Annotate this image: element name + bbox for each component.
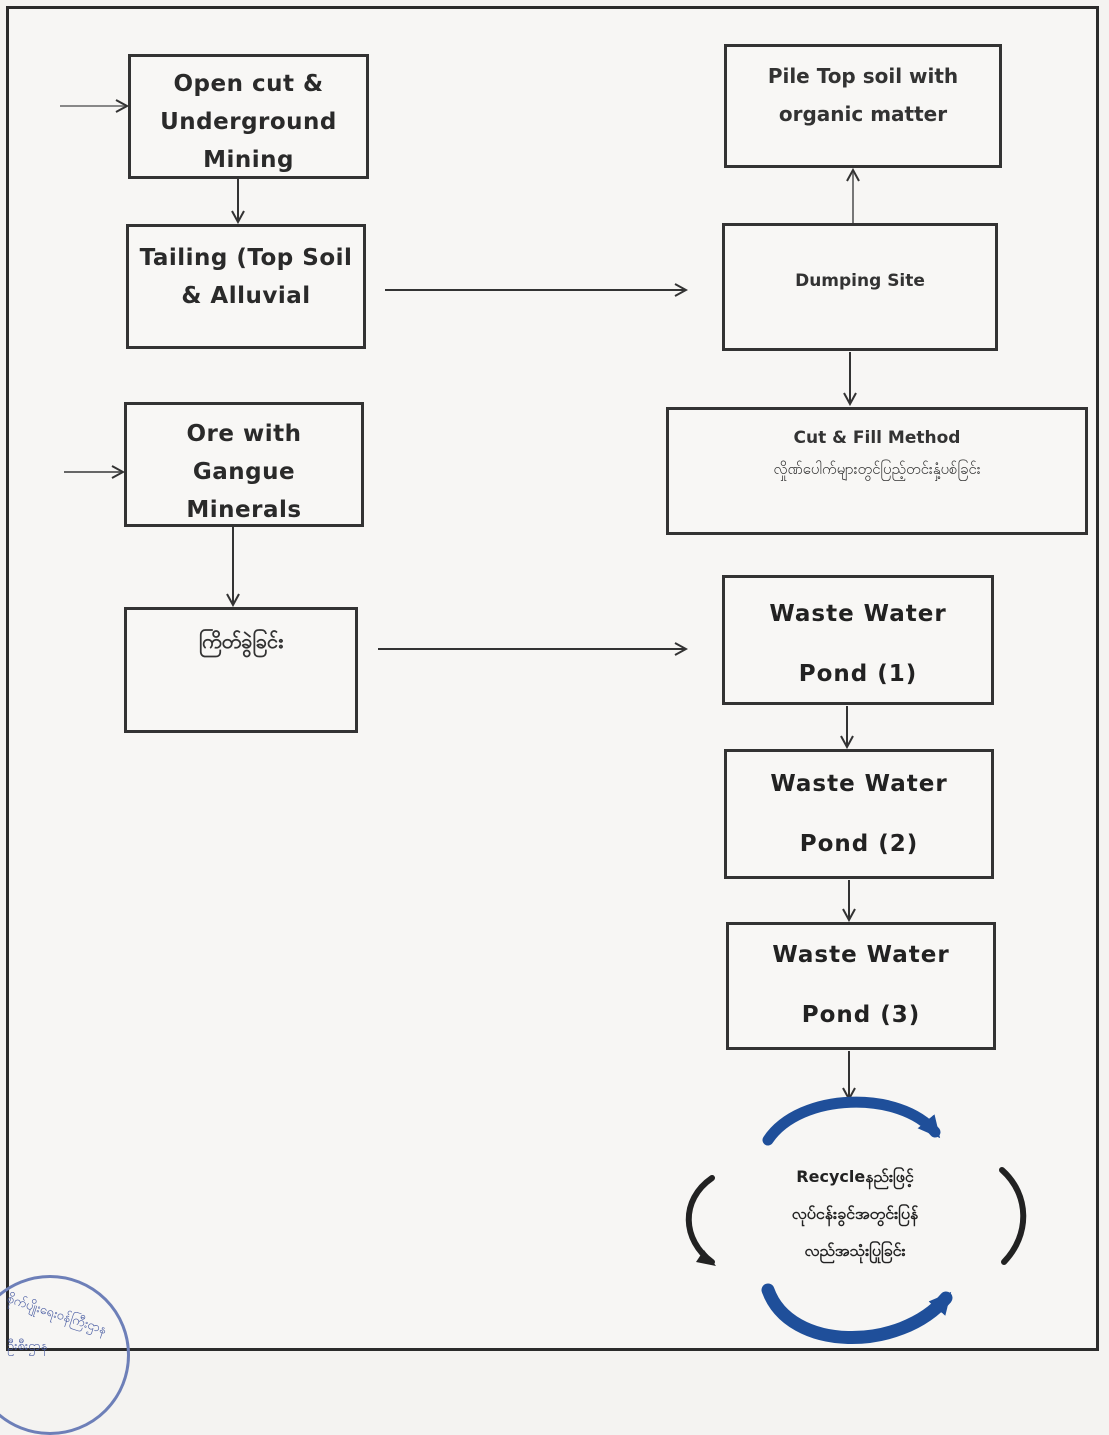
waste-water-pond-1: Waste Water Pond (1) — [722, 575, 994, 705]
waste-water-pond-2: Waste Water Pond (2) — [724, 749, 994, 879]
cut-fill-box: Cut & Fill Method လှိုဏ်ပေါက်များတွင်ပြည… — [666, 407, 1088, 535]
open-cut-mining-box: Open cut & Underground Mining — [128, 54, 369, 179]
recycle-cycle-icon — [685, 1096, 1027, 1344]
ore-line-1: Ore with — [186, 421, 302, 447]
open-cut-line-2: Underground — [160, 109, 337, 135]
seal-text-bottom: ဦးစီးဌာန — [7, 1339, 48, 1354]
crushing-label: ကြိတ်ခွဲခြင်း — [198, 629, 284, 653]
tailing-line-2: & Alluvial — [181, 283, 311, 309]
dumping-site-box: Dumping Site — [722, 223, 998, 351]
pile-top-soil-box: Pile Top soil with organic matter — [724, 44, 1002, 168]
crushing-box: ကြိတ်ခွဲခြင်း — [124, 607, 358, 733]
recycle-arrow-top — [762, 1096, 941, 1146]
cut-fill-line-2: လှိုဏ်ပေါက်များတွင်ပြည့်တင်းနှံ့ပစ်ခြင်း — [773, 460, 981, 478]
open-cut-line-1: Open cut & — [173, 71, 324, 97]
recycle-label: Recycleနည်းဖြင့် လုပ်ငန်းခွင်အတွင်းပြန် … — [735, 1158, 975, 1269]
seal-text-top: စိုက်ပျိုးရေးဝန်ကြီးဌာန — [4, 1291, 109, 1338]
ore-line-3: Minerals — [186, 497, 302, 523]
pond2-line-1: Waste Water — [770, 771, 948, 797]
pile-line-2: organic matter — [778, 102, 948, 126]
pond3-line-1: Waste Water — [772, 942, 950, 968]
recycle-arrow-bottom — [761, 1283, 953, 1344]
connector-layer — [60, 0, 1027, 1344]
dumping-site-label: Dumping Site — [795, 271, 925, 291]
pond1-line-1: Waste Water — [769, 601, 947, 627]
pile-line-1: Pile Top soil with — [767, 64, 959, 88]
tailing-line-1: Tailing (Top Soil — [139, 245, 353, 271]
recycle-line-1: Recycleနည်းဖြင့် — [796, 1167, 914, 1186]
recycle-arrow-right — [999, 1167, 1027, 1265]
recycle-arrow-left-head — [696, 1250, 716, 1266]
waste-water-pond-3: Waste Water Pond (3) — [726, 922, 996, 1050]
pond2-line-2: Pond (2) — [799, 831, 919, 857]
ore-box: Ore with Gangue Minerals — [124, 402, 364, 527]
cut-fill-line-1: Cut & Fill Method — [793, 428, 961, 448]
tailing-box: Tailing (Top Soil & Alluvial — [126, 224, 366, 349]
pond3-line-2: Pond (3) — [801, 1002, 921, 1028]
recycle-line-2: လုပ်ငန်းခွင်အတွင်းပြန် — [791, 1204, 919, 1223]
open-cut-line-3: Mining — [203, 147, 294, 173]
recycle-arrow-left — [685, 1175, 715, 1265]
pond1-line-2: Pond (1) — [798, 661, 918, 687]
recycle-line-3: လည်အသုံးပြုခြင်း — [804, 1241, 906, 1260]
ore-line-2: Gangue — [192, 459, 296, 485]
